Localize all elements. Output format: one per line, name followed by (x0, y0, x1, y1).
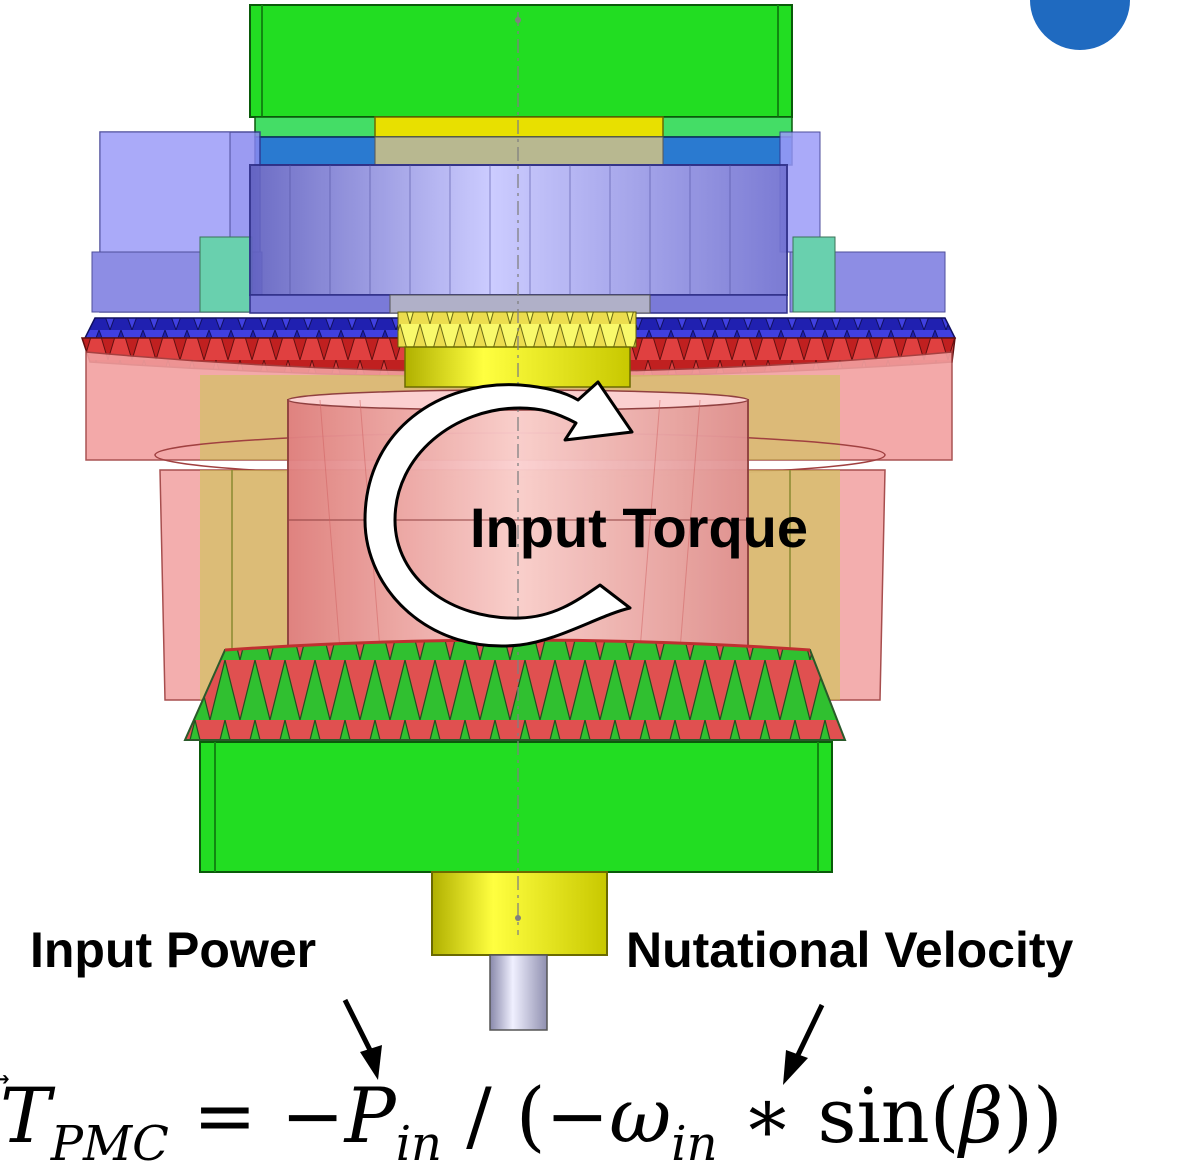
bottom-housing (199, 741, 833, 873)
power-subscript: in (395, 1116, 442, 1172)
top-collar (254, 116, 793, 166)
beta-symbol: β (959, 1071, 1004, 1160)
minus-sign-2: − (545, 1071, 610, 1160)
close-parens: )) (1003, 1071, 1063, 1160)
top-housing (249, 4, 793, 118)
power-pointer-arrow (342, 998, 382, 1080)
omega-symbol: ω (609, 1071, 672, 1160)
rotation-arrow (363, 380, 634, 648)
divide-open: / ( (441, 1071, 546, 1160)
side-housings (91, 131, 946, 313)
minus-sign: − (280, 1071, 345, 1160)
lower-bevel-gear (183, 638, 847, 741)
velocity-label: Nutational Velocity (626, 922, 1074, 978)
torque-vector-symbol: ⃗T (0, 1071, 51, 1160)
center-axis (515, 12, 521, 935)
power-symbol: P (344, 1071, 396, 1160)
omega-subscript: in (671, 1116, 718, 1172)
power-label: Input Power (30, 922, 317, 978)
velocity-pointer-arrow (783, 1003, 825, 1085)
input-shaft-gear (397, 311, 637, 388)
torque-subscript: PMC (50, 1116, 169, 1172)
torque-label: Input Torque (470, 496, 808, 559)
output-shaft (431, 871, 608, 1031)
times-sin: ∗ sin( (717, 1071, 960, 1160)
equals-sign: = (168, 1071, 281, 1160)
logo-fragment (1030, 0, 1130, 50)
torque-equation: ⃗TPMC = −Pin / (−ωin ∗ sin(β)) (0, 1071, 1063, 1169)
